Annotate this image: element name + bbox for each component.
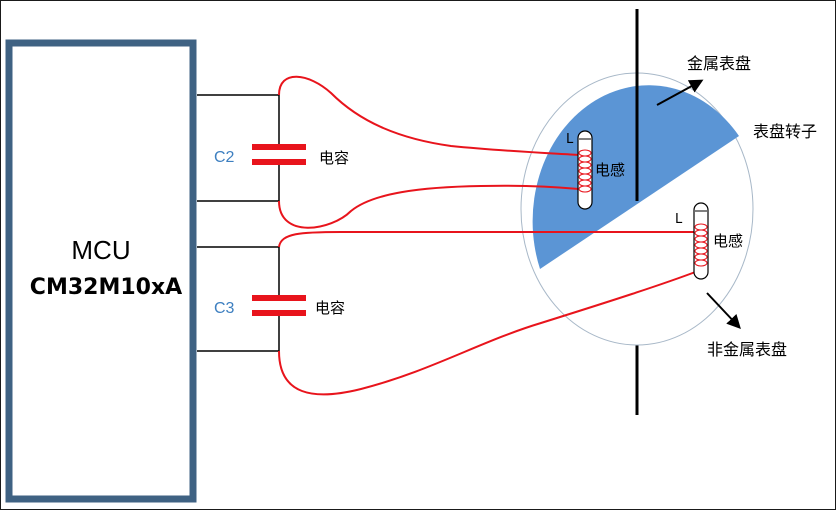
capacitor-c2-name: C2 bbox=[214, 149, 235, 166]
capacitor-c3-label: 电容 bbox=[315, 299, 345, 317]
metal-dial-label: 金属表盘 bbox=[687, 54, 751, 73]
mcu-block bbox=[5, 39, 197, 503]
inductor-lower-letter: L bbox=[675, 212, 683, 227]
nonmetal-dial-label: 非金属表盘 bbox=[707, 340, 787, 359]
inductor-lower bbox=[693, 202, 709, 280]
inductor-upper-label: 电感 bbox=[595, 161, 625, 179]
capacitor-c3 bbox=[252, 295, 306, 316]
mcu-name: MCU bbox=[71, 235, 130, 265]
inductor-lower-label: 电感 bbox=[713, 232, 743, 250]
nonmetal-dial-arrow bbox=[706, 292, 741, 330]
metal-dial-arrow bbox=[656, 79, 704, 106]
capacitor-c3-name: C3 bbox=[214, 300, 235, 317]
mcu-pin-wires bbox=[197, 94, 280, 352]
capacitor-c2-label: 电容 bbox=[319, 149, 349, 167]
inductor-upper bbox=[577, 130, 593, 210]
inductor-upper-letter: L bbox=[566, 132, 574, 147]
wire-c3-loop bbox=[278, 231, 699, 396]
wire-c2-loop bbox=[278, 75, 580, 229]
mcu-part-number: CM32M10xA bbox=[30, 275, 182, 300]
dial-rotor-label: 表盘转子 bbox=[753, 122, 817, 141]
capacitor-c2 bbox=[252, 144, 306, 165]
